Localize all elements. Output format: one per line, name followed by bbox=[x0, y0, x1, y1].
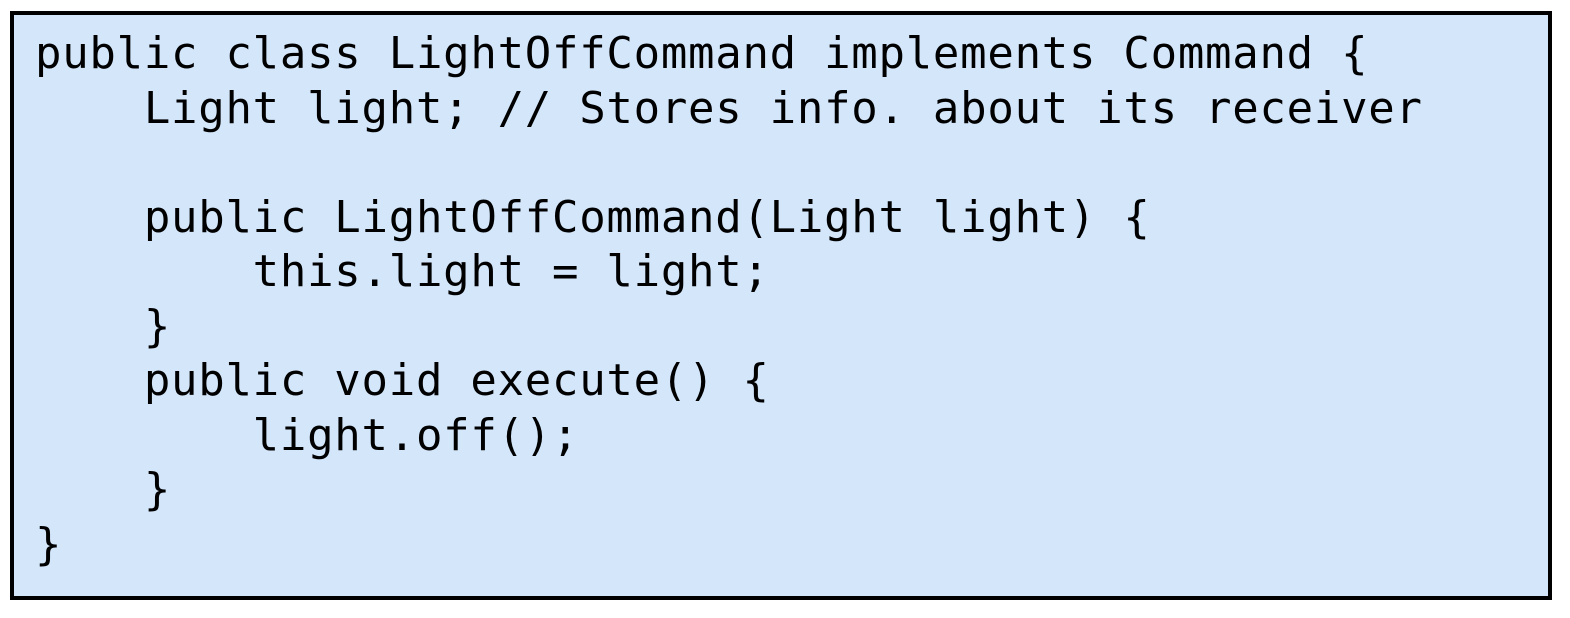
code-line: this.light = light; bbox=[35, 246, 770, 297]
code-line-blank bbox=[35, 136, 1423, 191]
code-block: public class LightOffCommand implements … bbox=[35, 27, 1423, 572]
code-line: public LightOffCommand(Light light) { bbox=[35, 191, 1151, 243]
code-content: public class LightOffCommand implements … bbox=[35, 27, 1423, 572]
code-line: public class LightOffCommand implements … bbox=[35, 28, 1369, 79]
code-line: public void execute() { bbox=[35, 355, 770, 406]
code-listing-panel: public class LightOffCommand implements … bbox=[10, 11, 1552, 600]
code-line: } bbox=[35, 464, 172, 515]
code-line: } bbox=[35, 518, 63, 570]
code-line: Light light; // Stores info. about its r… bbox=[35, 82, 1423, 134]
code-line: } bbox=[35, 300, 172, 352]
code-line: light.off(); bbox=[35, 409, 580, 461]
